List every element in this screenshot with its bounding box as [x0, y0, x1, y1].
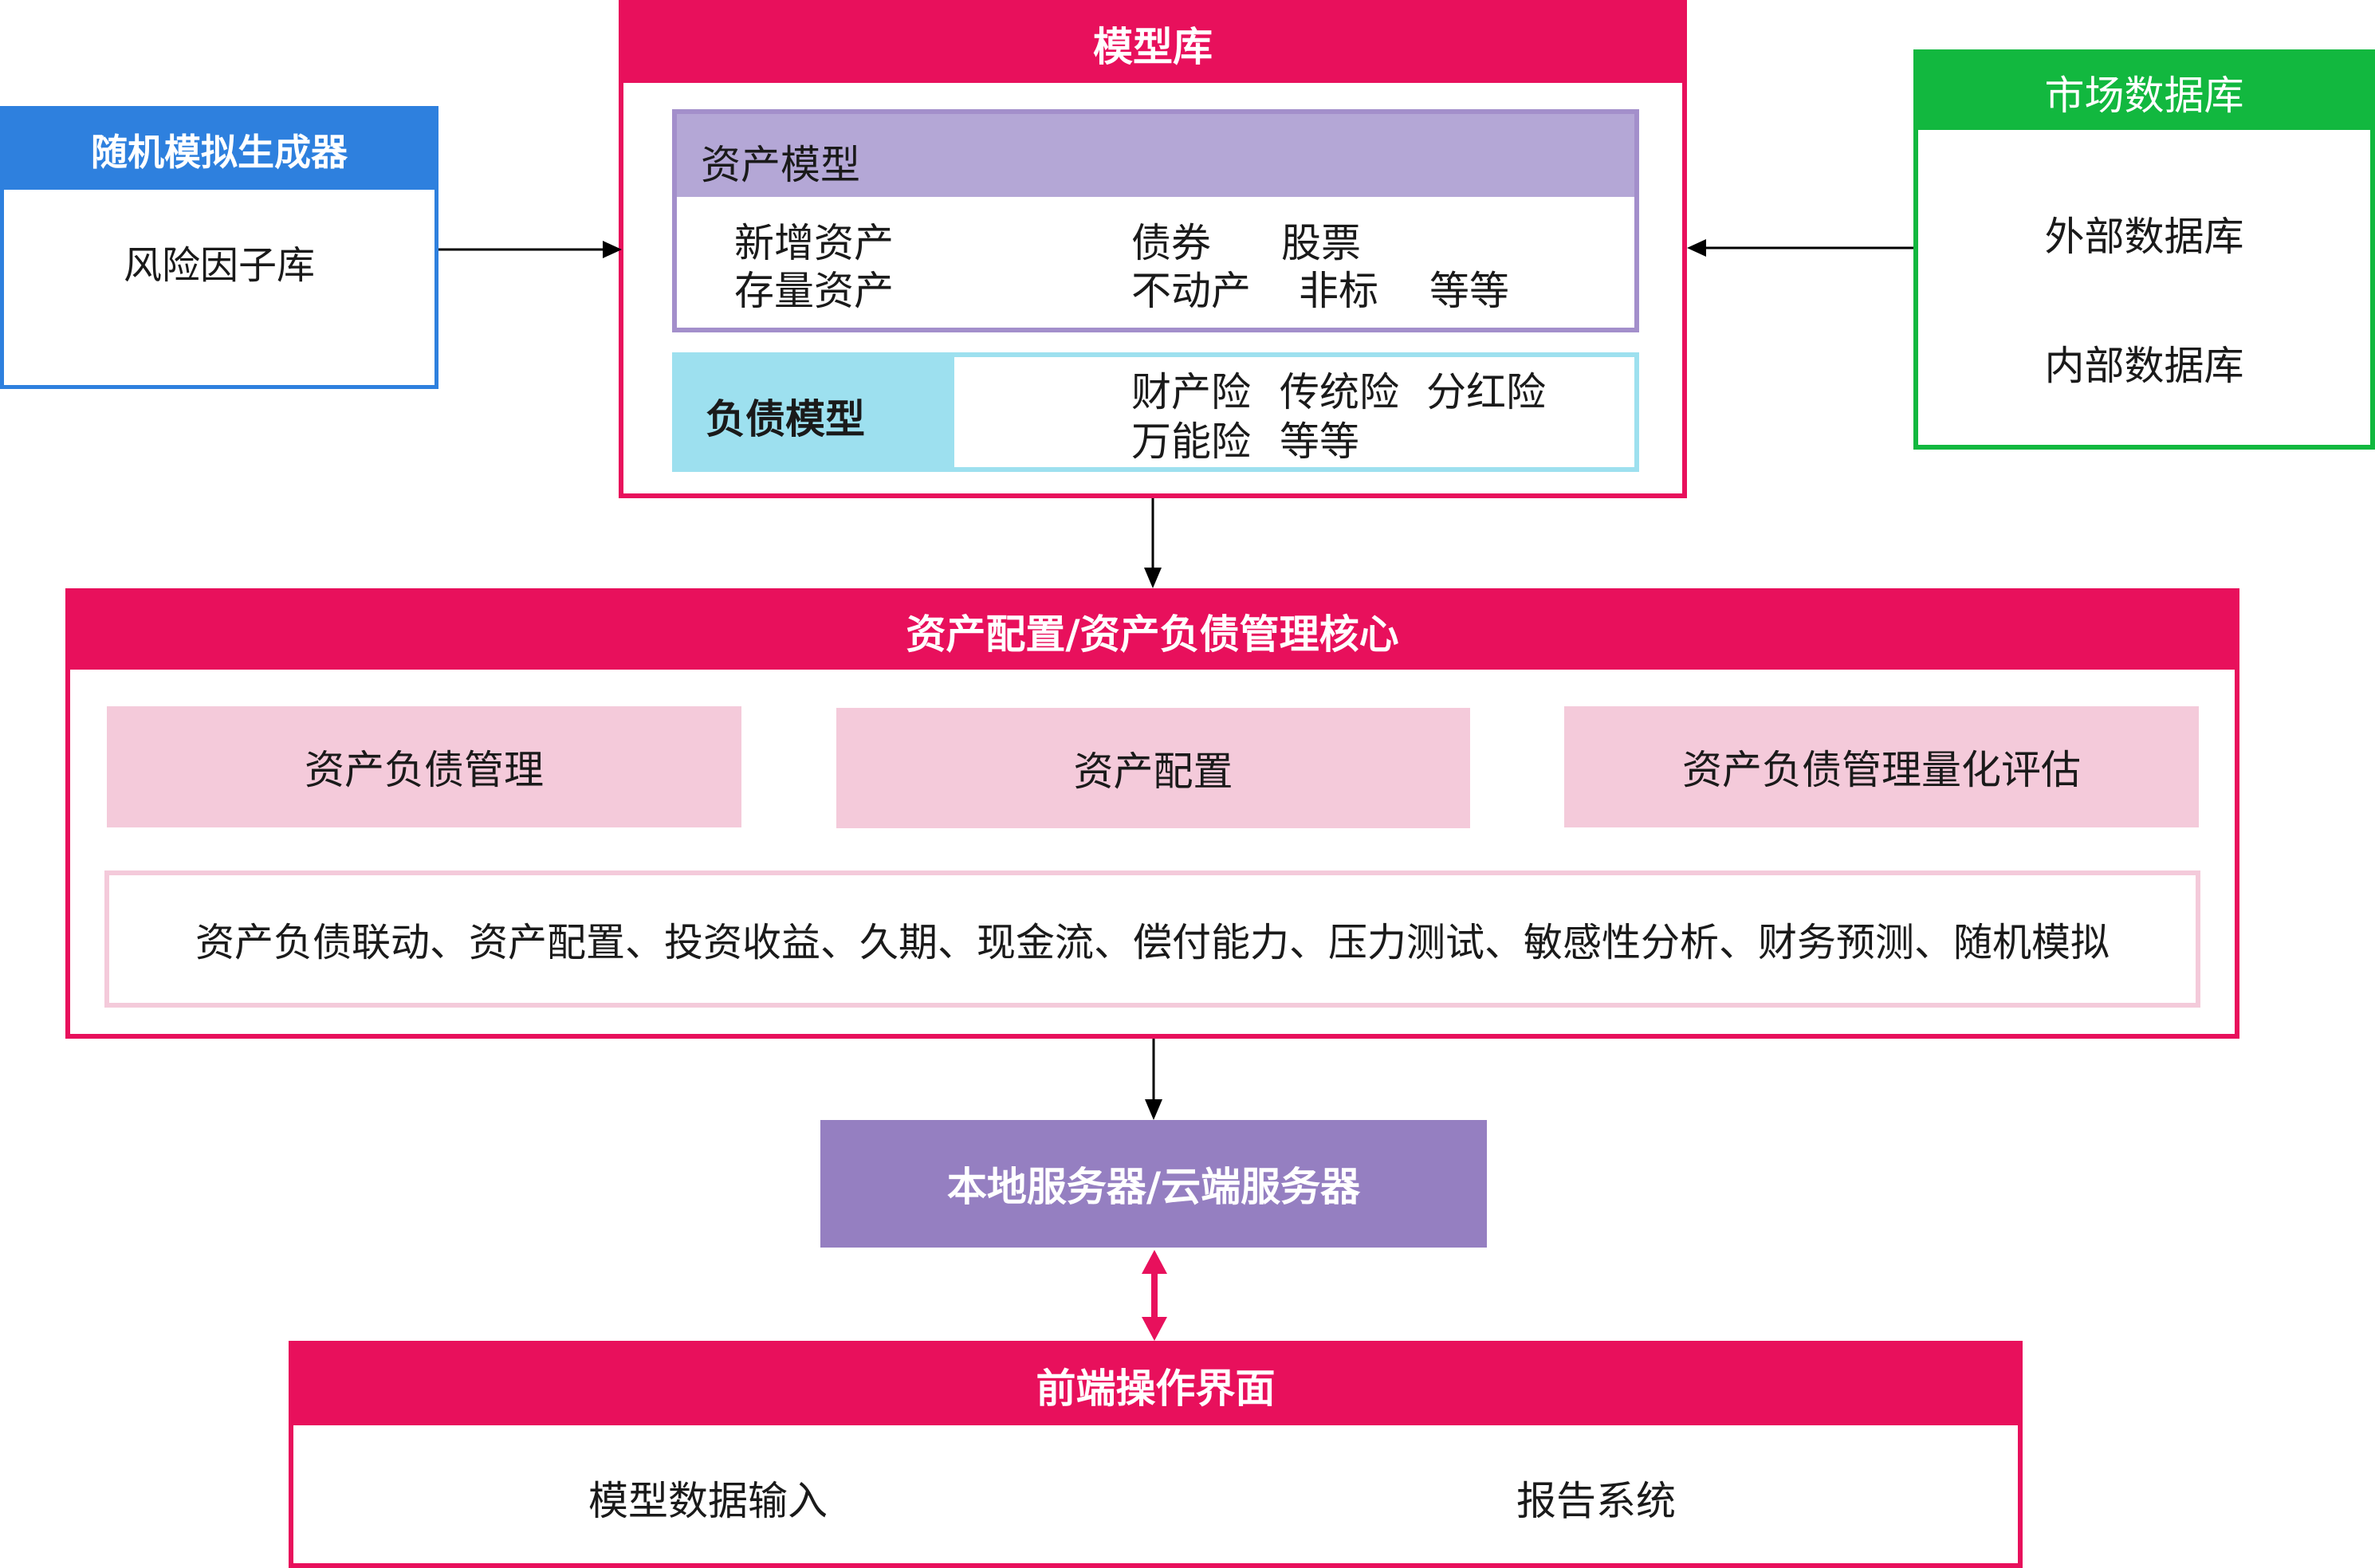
stock-label: 股票 [1281, 220, 1361, 266]
core-header: 资产配置/资产负债管理核心 [70, 593, 2235, 670]
frontend-header: 前端操作界面 [293, 1346, 2018, 1425]
module-label: 资产配置 [1073, 748, 1233, 795]
participating-insurance-label: 分红险 [1426, 369, 1546, 415]
arrow-generator-to-library [438, 241, 622, 258]
core-box: 资产配置/资产负债管理核心 资产负债管理 资产配置 资产负债管理量化评估 资产负… [65, 588, 2239, 1039]
model-library-header: 模型库 [623, 5, 1682, 83]
market-database-box: 市场数据库 外部数据库 内部数据库 [1913, 49, 2375, 450]
liability-model-header: 负债模型 [677, 357, 954, 467]
non-standard-label: 非标 [1299, 268, 1378, 314]
arrow-core-to-server [1145, 1039, 1162, 1120]
traditional-insurance-label: 传统险 [1280, 369, 1399, 415]
universal-insurance-label: 万能险 [1131, 419, 1251, 465]
liability-etc-label: 等等 [1280, 419, 1359, 465]
liability-model-title: 负债模型 [706, 396, 865, 442]
module-asset-liability-management: 资产负债管理 [107, 706, 741, 827]
risk-factor-library: 风险因子库 [123, 243, 315, 288]
arrow-server-frontend-bidirectional [1142, 1250, 1167, 1341]
core-functions-text: 资产负债联动、资产配置、投资收益、久期、现金流、偿付能力、压力测试、敏感性分析、… [195, 919, 2110, 965]
module-label: 资产负债管理量化评估 [1682, 747, 2081, 793]
frontend-box: 前端操作界面 模型数据输入 报告系统 [289, 1341, 2023, 1568]
property-insurance-label: 财产险 [1131, 369, 1251, 415]
market-database-title: 市场数据库 [2044, 72, 2244, 119]
module-label: 资产负债管理 [305, 747, 544, 793]
internal-database-label: 内部数据库 [2044, 343, 2244, 389]
external-database-label: 外部数据库 [2044, 214, 2244, 260]
bond-label: 债券 [1131, 220, 1211, 266]
frontend-title: 前端操作界面 [1036, 1366, 1276, 1412]
model-data-input-label: 模型数据输入 [588, 1478, 828, 1524]
existing-asset-label: 存量资产 [734, 268, 894, 314]
random-generator-header: 随机模拟生成器 [4, 110, 434, 190]
asset-model-title: 资产模型 [701, 142, 860, 188]
new-asset-label: 新增资产 [734, 220, 894, 266]
server-title: 本地服务器/云端服务器 [946, 1164, 1361, 1210]
report-system-label: 报告系统 [1516, 1478, 1676, 1524]
asset-model-header: 资产模型 [677, 114, 1634, 197]
asset-model-box: 资产模型 新增资产 存量资产 债券 股票 不动产 非标 等等 [672, 109, 1639, 332]
module-alm-quantitative-assessment: 资产负债管理量化评估 [1564, 706, 2199, 827]
core-functions-box: 资产负债联动、资产配置、投资收益、久期、现金流、偿付能力、压力测试、敏感性分析、… [104, 870, 2200, 1008]
random-generator-title: 随机模拟生成器 [91, 131, 348, 174]
market-database-header: 市场数据库 [1918, 54, 2370, 130]
arrow-market-to-library [1687, 239, 1913, 257]
core-title: 资产配置/资产负债管理核心 [906, 611, 1399, 658]
real-estate-label: 不动产 [1131, 268, 1251, 314]
model-library-box: 模型库 资产模型 新增资产 存量资产 债券 股票 不动产 非标 等等 负债模型 … [619, 0, 1687, 498]
asset-etc-label: 等等 [1429, 268, 1509, 314]
model-library-title: 模型库 [1093, 24, 1213, 70]
arrow-library-to-core [1144, 498, 1162, 588]
server-box: 本地服务器/云端服务器 [820, 1120, 1487, 1248]
liability-model-box: 负债模型 财产险 传统险 分红险 万能险 等等 [672, 352, 1639, 472]
module-asset-allocation: 资产配置 [836, 708, 1470, 828]
random-generator-box: 随机模拟生成器 风险因子库 [0, 106, 438, 389]
